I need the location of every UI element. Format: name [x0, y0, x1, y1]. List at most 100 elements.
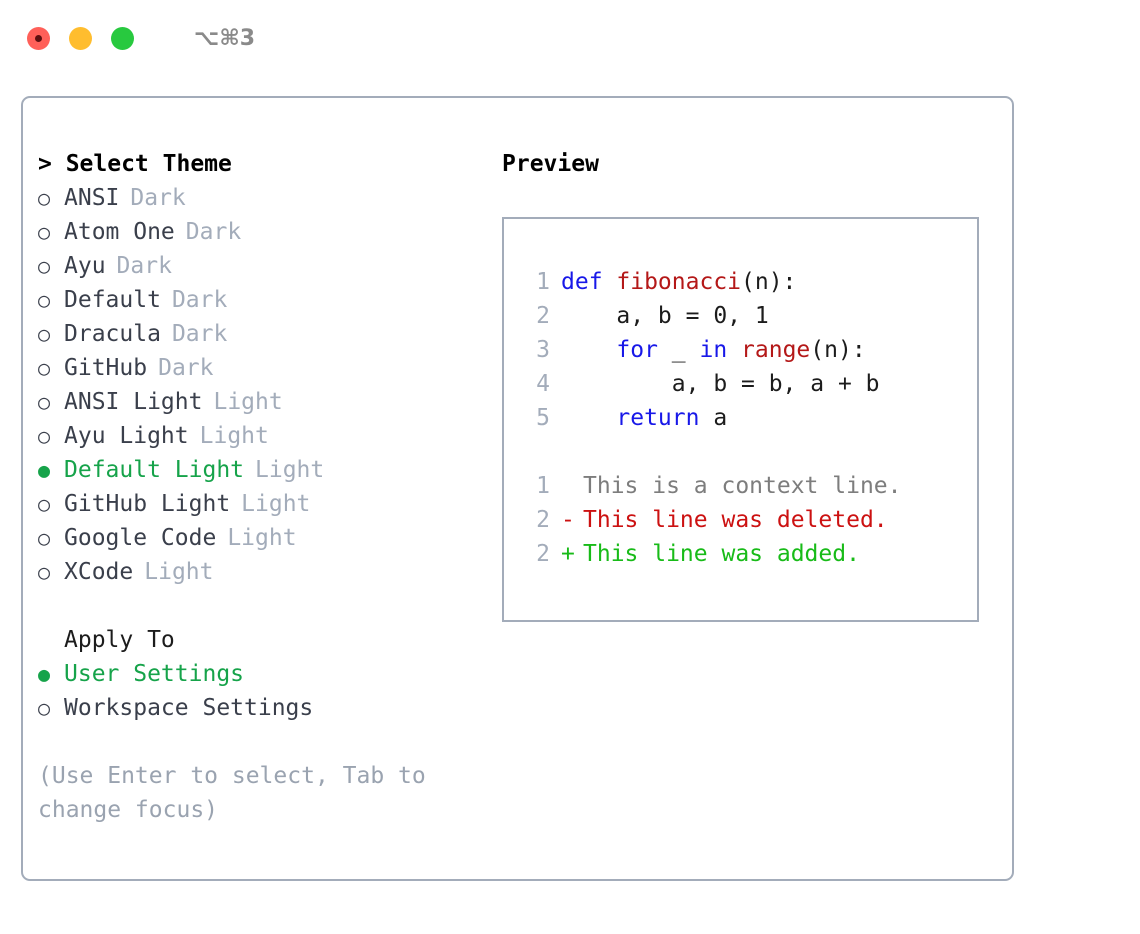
code-token-plain: a — [699, 405, 728, 431]
theme-item-dracula[interactable]: ○ Dracula Dark — [38, 317, 478, 351]
diff-sample: 1 This is a context line.2-This line was… — [522, 469, 971, 571]
theme-item-label: ANSI Light — [64, 389, 203, 415]
code-token-plain — [561, 405, 616, 431]
diff-line-deleted: 2-This line was deleted. — [522, 503, 971, 537]
diff-marker: + — [561, 541, 575, 567]
title-bar: ⌥⌘3 — [0, 0, 1140, 76]
code-token-keyword: def — [561, 269, 617, 295]
code-token-function: fibonacci — [616, 269, 742, 295]
theme-item-tag: Dark — [171, 287, 228, 313]
diff-line-text: This is a context line. — [583, 473, 902, 499]
code-line: 1 def fibonacci(n): — [522, 265, 971, 299]
line-number: 1 — [536, 269, 550, 295]
theme-item-tag: Dark — [185, 219, 242, 245]
theme-item-tag: Light — [213, 389, 283, 415]
list-gap — [38, 589, 478, 623]
diff-marker — [561, 469, 573, 503]
radio-unselected-icon: ○ — [38, 492, 51, 516]
theme-item-tag: Dark — [171, 321, 228, 347]
radio-selected-icon: ● — [38, 662, 51, 686]
radio-unselected-icon: ○ — [38, 424, 51, 448]
theme-item-github-light[interactable]: ○ GitHub Light Light — [38, 487, 478, 521]
diff-line-text: This line was deleted. — [583, 507, 888, 533]
theme-item-ayu-light[interactable]: ○ Ayu Light Light — [38, 419, 478, 453]
theme-item-tag: Dark — [158, 355, 214, 381]
code-diff-gap — [522, 435, 971, 469]
theme-item-tag: Dark — [116, 253, 172, 279]
theme-item-default-light[interactable]: ● Default Light Light — [38, 453, 478, 487]
theme-item-ayu[interactable]: ○ Ayu Dark — [38, 249, 478, 283]
theme-item-tag: Light — [227, 525, 297, 551]
code-line-text: a, b = b, a + b — [561, 367, 880, 401]
theme-item-label: Dracula — [64, 321, 161, 347]
apply-to-item-label: Workspace Settings — [64, 695, 314, 721]
line-number: 5 — [536, 405, 550, 431]
line-number: 4 — [536, 371, 550, 397]
code-line: 5 return a — [522, 401, 971, 435]
code-line: 3 for _ in range(n): — [522, 333, 971, 367]
apply-to-list[interactable]: ●User Settings ○ Workspace Settings — [38, 657, 478, 725]
code-line-text: for _ in range(n): — [561, 333, 866, 367]
theme-item-label: Atom One — [64, 219, 175, 245]
code-line: 2 a, b = 0, 1 — [522, 299, 971, 333]
apply-to-item-user-settings[interactable]: ●User Settings — [38, 657, 478, 691]
radio-unselected-icon: ○ — [38, 696, 51, 720]
theme-item-label: Default — [64, 287, 161, 313]
theme-item-label: Ayu — [64, 253, 106, 279]
theme-item-tag: Light — [241, 491, 311, 517]
theme-item-github[interactable]: ○ GitHub Dark — [38, 351, 478, 385]
radio-unselected-icon: ○ — [38, 390, 51, 414]
code-line-text: def fibonacci(n): — [561, 265, 796, 299]
theme-item-label: Ayu Light — [64, 423, 189, 449]
radio-unselected-icon: ○ — [38, 254, 51, 278]
maximize-button[interactable] — [111, 26, 134, 50]
code-line: 4 a, b = b, a + b — [522, 367, 971, 401]
radio-selected-icon: ● — [38, 458, 51, 482]
close-button[interactable] — [27, 26, 50, 50]
diff-line-added: 2 + This line was added. — [522, 537, 971, 571]
window-controls — [27, 26, 134, 50]
line-number: 2 — [536, 303, 550, 329]
radio-unselected-icon: ○ — [38, 322, 51, 346]
code-token-plain: (n): — [741, 269, 797, 295]
theme-item-tag: Light — [255, 457, 325, 483]
preview-heading: Preview — [502, 151, 599, 177]
apply-to-item-workspace-settings[interactable]: ○ Workspace Settings — [38, 691, 478, 725]
keyboard-hint-text: (Use Enter to select, Tab to change focu… — [38, 763, 440, 823]
minimize-button[interactable] — [69, 26, 92, 50]
theme-item-label: GitHub — [64, 355, 148, 381]
code-token-plain — [727, 337, 741, 363]
line-number: 2 — [536, 507, 550, 533]
theme-item-ansi-light[interactable]: ○ ANSI Light Light — [38, 385, 478, 419]
code-token-function: range — [741, 337, 811, 363]
theme-item-label: GitHub Light — [64, 491, 231, 517]
theme-item-label: Default Light — [64, 457, 245, 483]
keyboard-shortcut-label: ⌥⌘3 — [194, 25, 256, 51]
theme-item-tag: Dark — [130, 185, 186, 211]
diff-line-text: This line was added. — [583, 541, 860, 567]
radio-unselected-icon: ○ — [38, 186, 51, 210]
theme-item-tag: Light — [199, 423, 269, 449]
code-token-plain — [561, 337, 616, 363]
line-number: 2 — [536, 541, 550, 567]
theme-item-label: XCode — [64, 559, 134, 585]
radio-unselected-icon: ○ — [38, 526, 51, 550]
code-token-plain: (n): — [810, 337, 866, 363]
code-token-plain: _ — [657, 337, 700, 363]
code-token-plain: a, b = b, a + b — [561, 371, 880, 397]
select-theme-heading: > Select Theme — [38, 151, 232, 177]
radio-unselected-icon: ○ — [38, 356, 51, 380]
theme-item-tag: Light — [144, 559, 214, 585]
